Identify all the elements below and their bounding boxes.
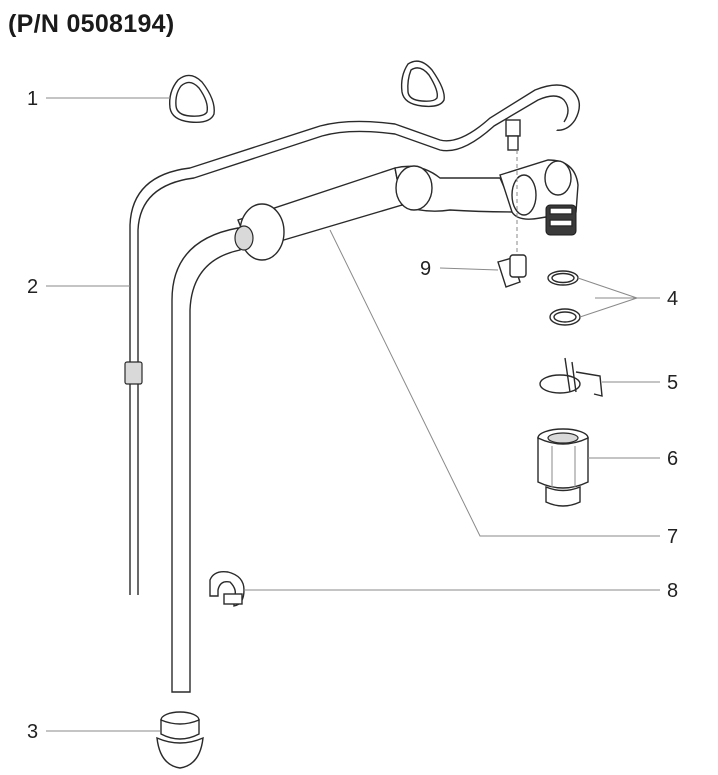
callout-labels: 1 2 3 4 5 6 7 8 9 [27, 88, 678, 743]
callout-3: 3 [27, 721, 38, 743]
part-7-hose-assembly [171, 150, 579, 693]
callout-1: 1 [27, 88, 38, 110]
callout-4: 4 [667, 288, 678, 310]
callout-8: 8 [667, 580, 678, 602]
callout-7: 7 [667, 526, 678, 548]
callout-2: 2 [27, 276, 38, 298]
part-4-washers [547, 270, 581, 326]
part-2-thin-tube [124, 84, 580, 595]
callout-6: 6 [667, 448, 678, 470]
part-9-elbow-fitting [497, 254, 527, 288]
part-number-title: (P/N 0508194) [8, 10, 175, 38]
part-6-hex-fitting [537, 428, 589, 507]
callout-5: 5 [667, 372, 678, 394]
part-3-bottom-fitting [156, 711, 204, 769]
part-5-retaining-clip [539, 357, 603, 397]
leader-lines [46, 97, 660, 732]
part-1-oring-seal [168, 60, 445, 124]
part-8-hose-clamp [209, 570, 245, 607]
callout-9: 9 [420, 258, 431, 280]
